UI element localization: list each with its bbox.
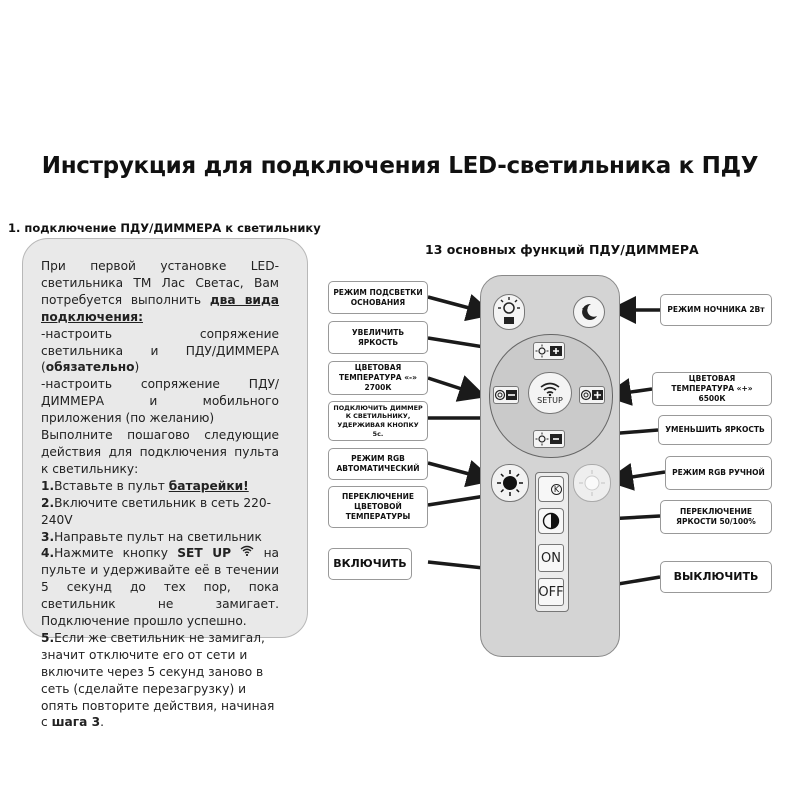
temp-plus-button[interactable] [579,386,605,404]
temp-switch-button[interactable]: K [538,476,564,502]
step-1: 1.Вставьте в пульт батарейки! [41,478,279,495]
moon-icon [540,483,547,495]
page-title: Инструкция для подключения LED-светильни… [41,153,759,179]
brightness-toggle-button[interactable] [538,508,564,534]
remote-control: SETUP K ON OFF [480,275,620,657]
rgb-auto-button[interactable] [491,464,529,502]
wifi-icon [240,546,254,557]
step-2-num: 2. [41,495,55,510]
step-5-num: 5. [41,630,55,645]
step-1-num: 1. [41,478,55,493]
step-5-end: . [100,715,104,730]
lamp-sun-icon [498,297,520,324]
required-end: ) [134,360,140,375]
optional-text: -настроить сопряжение ПДУ/ДИММЕРА и моби… [41,377,279,426]
step-4-end: на пульте и удерживайте её в течении 5 с… [41,546,280,629]
arrow-rgb-manual [605,463,666,491]
intro-text: При первой установке LED-светильника ТМ … [41,259,279,307]
brightness-down-button[interactable] [533,430,565,448]
backlight-button[interactable] [493,294,525,330]
sun-plus-icon [535,344,562,358]
step-3-text: Направьте пульт на светильник [54,529,262,544]
step-1-bold: батарейки! [168,478,249,493]
brightness-up-button[interactable] [533,342,565,360]
required-bold: обязательно [45,360,135,375]
section-heading-connection: 1. подключение ПДУ/ДИММЕРА к светильнику [8,221,321,235]
label-pair: ПОДКЛЮЧИТЬ ДИММЕР К СВЕТИЛЬНИКУ, УДЕРЖИВ… [328,401,428,441]
step-3-num: 3. [41,529,55,544]
instructions-intro: При первой установке LED-светильника ТМ … [41,258,279,326]
instructions-steps-intro: Выполните пошагово следующие действия дл… [41,427,279,478]
setup-button[interactable]: SETUP [528,372,572,414]
step-5-text: Если же светильник не замигал, значит от… [41,630,275,730]
instructions-panel [22,238,308,638]
k-label: K [550,483,563,495]
step-2: 2.Включите светильник в сеть 220-240V [41,495,279,529]
label-temp-plus: ЦВЕТОВАЯ ТЕМПЕРАТУРА «+» 6500К [652,372,772,406]
temp-minus-button[interactable] [493,386,519,404]
label-brightness-toggle: ПЕРЕКЛЮЧЕНИЕ ЯРКОСТИ 50/100% [660,500,772,534]
step-4-num: 4. [41,546,55,561]
off-button[interactable]: OFF [538,578,564,606]
step-3: 3.Направьте пульт на светильник [41,529,279,546]
half-circle-icon [542,512,560,530]
setup-label: SETUP [537,395,563,405]
instructions-item-optional: -настроить сопряжение ПДУ/ДИММЕРА и моби… [41,376,279,427]
step-5: 5.Если же светильник не замигал, значит … [41,630,279,731]
instructions-text: При первой установке LED-светильника ТМ … [41,258,279,731]
required-text: -настроить сопряжение светильника и ПДУ/… [41,326,279,375]
label-rgb-manual: РЕЖИМ RGB РУЧНОЙ [665,456,772,490]
intro-bold: два вида подключения: [41,292,280,324]
step-2-text: Включите светильник в сеть 220-240V [41,495,272,527]
wifi-icon [540,382,560,396]
rgb-manual-button[interactable] [573,464,611,502]
label-turn-off: ВЫКЛЮЧИТЬ [660,561,772,593]
label-brightness-up: УВЕЛИЧИТЬ ЯРКОСТЬ [328,321,428,354]
instructions-item-required: -настроить сопряжение светильника и ПДУ/… [41,326,279,377]
step-1-text: Вставьте в пульт [54,478,169,493]
step-5-bold: шага 3 [51,715,101,730]
label-brightness-down: УМЕНЬШИТЬ ЯРКОСТЬ [658,415,772,445]
on-button[interactable]: ON [538,544,564,572]
night-mode-button[interactable] [573,296,605,328]
temp-minus-icon [494,389,517,401]
step-4-text: Нажмите кнопку [54,546,178,561]
label-night: РЕЖИМ НОЧНИКА 2Вт [660,294,772,326]
moon-star-icon [582,303,597,320]
arrow-backlight [427,294,495,322]
label-temp-switch: ПЕРЕКЛЮЧЕНИЕ ЦВЕТОВОЙ ТЕМПЕРАТУРЫ [328,486,428,528]
arrow-rgb-auto [427,460,495,488]
step-4-bold: SET UP [177,546,232,561]
section-heading-functions: 13 основных функций ПДУ/ДИММЕРА [425,242,699,257]
label-rgb-auto: РЕЖИМ RGB АВТОМАТИЧЕСКИЙ [328,448,428,480]
label-temp-minus: ЦВЕТОВАЯ ТЕМПЕРАТУРА «-» 2700К [328,361,428,395]
label-turn-on: ВКЛЮЧИТЬ [328,548,412,580]
steps-intro-text: Выполните пошагово следующие действия дл… [41,428,279,476]
sun-filled-icon [497,470,523,496]
sun-light-icon [579,470,605,496]
sun-minus-icon [535,432,562,446]
step-4: 4.Нажмите кнопку SET UP на пульте и удер… [41,545,279,630]
label-backlight: РЕЖИМ ПОДСВЕТКИ ОСНОВАНИЯ [328,281,428,314]
temp-plus-icon [580,389,603,401]
arrow-temp-minus [427,375,487,402]
